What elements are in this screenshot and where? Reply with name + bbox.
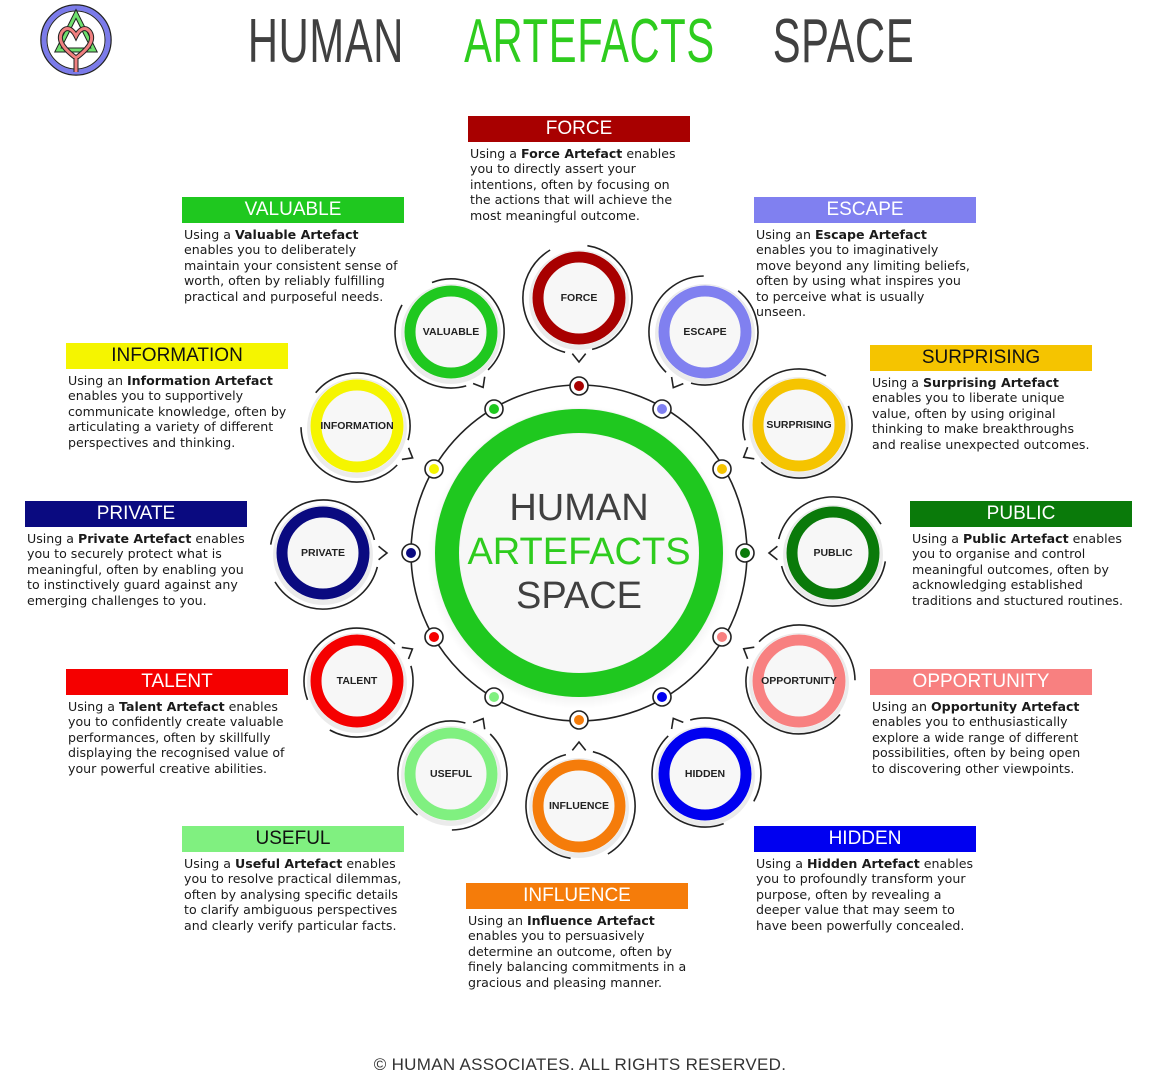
force-card: FORCE Using a Force Artefact enables you … [468, 116, 690, 223]
valuable-node-label: VALUABLE [422, 326, 480, 338]
escape-card-title: ESCAPE [754, 197, 976, 223]
information-node-label: INFORMATION [320, 420, 394, 432]
information-card: INFORMATION Using an Information Artefact… [66, 343, 288, 450]
celtic-knot-logo-icon [40, 4, 112, 76]
talent-card-description: Using a Talent Artefact enables you to c… [68, 699, 285, 776]
surprising-card-description: Using a Surprising Artefact enables you … [872, 375, 1090, 452]
surprising-node-ring [752, 378, 846, 472]
valuable-card-description: Using a Valuable Artefact enables you to… [184, 227, 398, 304]
private-node-label: PRIVATE [301, 547, 345, 559]
influence-card-description: Using an Influence Artefact enables you … [468, 913, 687, 990]
private-card: PRIVATE Using a Private Artefact enables … [25, 501, 247, 608]
surprising-card: SURPRISING Using a Surprising Artefact en… [870, 345, 1092, 452]
surprising-node-label: SURPRISING [766, 419, 832, 431]
hidden-card-description: Using a Hidden Artefact enables you to p… [756, 856, 974, 933]
escape-node-label: ESCAPE [683, 326, 727, 338]
page-title: HUMAN ARTEFACTS SPACE [247, 7, 914, 76]
valuable-card-title: VALUABLE [182, 197, 404, 223]
opportunity-card-description: Using an Opportunity Artefact enables yo… [872, 699, 1081, 776]
private-card-description: Using a Private Artefact enables you to … [27, 531, 245, 608]
talent-card-title: TALENT [66, 669, 288, 695]
hidden-node-label: HIDDEN [684, 768, 726, 780]
opportunity-node-label: OPPORTUNITY [761, 675, 837, 687]
public-card-title: PUBLIC [910, 501, 1132, 527]
escape-card: ESCAPE Using an Escape Artefact enables y… [754, 197, 976, 319]
private-card-title: PRIVATE [25, 501, 247, 527]
valuable-node-ring [404, 285, 498, 379]
private-node-ring [276, 506, 370, 600]
talent-node-ring [310, 634, 404, 728]
influence-card-title: INFLUENCE [466, 883, 688, 909]
hidden-card: HIDDEN Using a Hidden Artefact enables yo… [754, 826, 976, 933]
surprising-card-title: SURPRISING [870, 345, 1092, 371]
influence-node-label: INFLUENCE [548, 800, 610, 812]
influence-card: INFLUENCE Using an Influence Artefact ena… [466, 883, 688, 990]
information-node-ring [310, 379, 404, 473]
opportunity-node-ring [752, 634, 846, 728]
talent-node-label: TALENT [336, 675, 378, 687]
force-node-ring [532, 251, 626, 345]
public-card-description: Using a Public Artefact enables you to o… [912, 531, 1124, 608]
copyright-footer: © HUMAN ASSOCIATES. ALL RIGHTS RESERVED. [373, 1055, 787, 1074]
force-card-description: Using a Force Artefact enables you to di… [470, 146, 676, 223]
useful-node-label: USEFUL [430, 768, 472, 780]
useful-card-title: USEFUL [182, 826, 404, 852]
influence-node-ring [532, 759, 626, 853]
force-card-title: FORCE [468, 116, 690, 142]
talent-card: TALENT Using a Talent Artefact enables yo… [66, 669, 288, 776]
public-node-ring [786, 506, 880, 600]
information-card-description: Using an Information Artefact enables yo… [68, 373, 287, 450]
hidden-node-ring [658, 727, 752, 821]
useful-card: USEFUL Using a Useful Artefact enables yo… [182, 826, 404, 933]
escape-node-ring [658, 285, 752, 379]
escape-card-description: Using an Escape Artefact enables you to … [756, 227, 970, 320]
center-title: HUMAN ARTEFACTS SPACE [467, 487, 691, 617]
hidden-card-title: HIDDEN [754, 826, 976, 852]
useful-node-ring [404, 727, 498, 821]
useful-card-description: Using a Useful Artefact enables you to r… [184, 856, 402, 933]
public-card: PUBLIC Using a Public Artefact enables yo… [910, 501, 1132, 608]
force-node-label: FORCE [560, 292, 598, 304]
public-node-label: PUBLIC [813, 547, 853, 559]
valuable-card: VALUABLE Using a Valuable Artefact enable… [182, 197, 404, 304]
opportunity-card-title: OPPORTUNITY [870, 669, 1092, 695]
opportunity-card: OPPORTUNITY Using an Opportunity Artefact… [870, 669, 1092, 776]
information-card-title: INFORMATION [66, 343, 288, 369]
